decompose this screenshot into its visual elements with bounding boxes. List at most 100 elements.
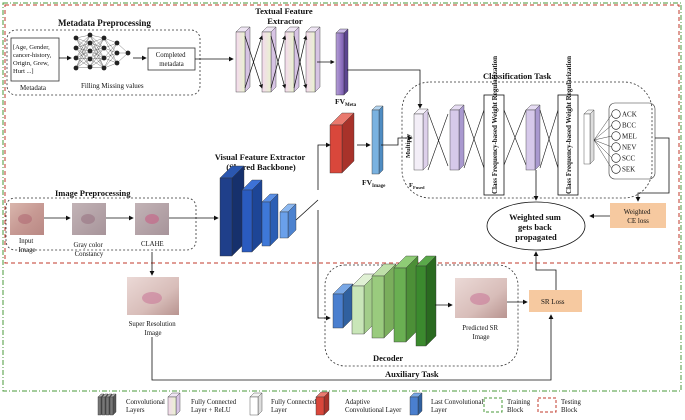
weighted-ce-loss-box: [610, 203, 666, 228]
fv-meta-label: FVMeta: [335, 97, 357, 108]
weighted-ce-line-1: Weighted: [624, 208, 651, 216]
classification-layers: Class Frequency-based Weight Regularizat…: [413, 56, 595, 196]
decoder-block-3: [393, 255, 419, 343]
nn-node: [114, 40, 120, 46]
visual-conv-block-3: [261, 193, 279, 247]
decoder-block-4: [415, 255, 437, 347]
final-fc-layer: [583, 109, 595, 165]
legend-last-conv: [409, 392, 423, 416]
textual-fc-relu-layer: [284, 26, 300, 93]
input-image-line-2: Image: [19, 247, 36, 254]
fv-image-layer: [371, 105, 384, 175]
predicted-sr-image: [455, 278, 507, 318]
nn-node: [87, 32, 93, 38]
legend-fc: [249, 392, 263, 416]
weighted-sum-ellipse: [486, 201, 586, 251]
metadata-line-3: Origin, Grew,: [13, 60, 49, 67]
class-node: [611, 142, 621, 152]
predicted-line-1: Predicted SR: [462, 325, 498, 332]
completed-line-2: metadata: [159, 61, 184, 68]
image-preprocessing-title: Image Preprocessing: [55, 188, 131, 198]
adaptive-conv-layer: [329, 105, 384, 175]
fv-image-label: FVImage: [362, 178, 386, 189]
gray-constancy-image: [72, 203, 106, 235]
training-block-border: [2, 2, 682, 392]
nn-node: [87, 56, 93, 62]
metadata-line-1: [Age, Gender,: [13, 44, 50, 51]
class-node: [611, 164, 621, 174]
weight-regularization-1: [483, 94, 505, 196]
decoder-layers: [332, 255, 437, 347]
nn-node: [73, 45, 79, 51]
input-image-line-1: Input: [19, 238, 33, 245]
nn-node: [101, 35, 107, 41]
nn-node: [101, 45, 107, 51]
nn-node: [73, 65, 79, 71]
legend-testing-box: [537, 397, 557, 413]
class-label-ack: ACK: [622, 111, 637, 119]
multiply-label: Multiply: [405, 133, 412, 158]
sr-loss-label: SR Loss: [541, 298, 565, 306]
input-image: [10, 203, 44, 235]
legend-conv-slab: [109, 393, 117, 416]
svg-text:[Age, Gender, cancer-histo: [Age, Gender, cancer-history, Origin, Gr…: [13, 44, 53, 75]
reg1-text: Class Frequency-based Weight Regularizat…: [491, 56, 499, 194]
filling-label: Filling Missing values: [81, 82, 144, 90]
metadata-title: Metadata Preprocessing: [58, 18, 151, 28]
class-node: [611, 131, 621, 141]
fv-meta-layer: [335, 28, 349, 96]
reg2-text: Class Frequency-based Weight Regularizat…: [565, 56, 573, 194]
completed-line-1: Completed: [156, 52, 186, 59]
visual-title-1: Visual Feature Extractor: [215, 152, 306, 162]
class-label-nev: NEV: [622, 144, 636, 152]
nn-node: [87, 64, 93, 70]
clahe-label: CLAHE: [141, 241, 164, 248]
classification-title: Classification Task: [483, 71, 552, 81]
nn-node: [125, 50, 131, 56]
gray-line-2: Constancy: [75, 251, 104, 258]
textual-fc-relu-layer: [261, 26, 277, 93]
fc-relu-layer: [449, 104, 465, 171]
svg-text:Super Resolution Image: Super Resolution Image: [129, 321, 178, 337]
image-preprocessing-block: [5, 197, 197, 251]
visual-feature-extractor: [219, 165, 319, 257]
textual-fc-relu-layer: [305, 26, 321, 93]
visual-conv-block-1: [219, 165, 245, 257]
super-res-line-2: Image: [145, 330, 162, 337]
weighted-ce-line-2: CE loss: [627, 217, 649, 225]
metadata-box: [10, 37, 60, 82]
class-node: [611, 109, 621, 119]
decoder-label: Decoder: [373, 353, 403, 363]
nn-node: [73, 35, 79, 41]
fused-fc-layer: [413, 108, 429, 171]
nn-node: [114, 50, 120, 56]
svg-text:Textual Feature Extractor: Textual Feature Extractor: [255, 6, 315, 26]
class-label-bcc: BCC: [622, 122, 636, 130]
metadata-line-2: cancer-history,: [13, 52, 52, 59]
visual-conv-block-2: [241, 179, 263, 253]
textual-layers: [235, 26, 349, 96]
textual-title-1: Textual Feature: [255, 6, 313, 16]
super-res-line-1: Super Resolution: [129, 321, 177, 328]
nn-node: [73, 55, 79, 61]
weight-regularization-2: [557, 94, 579, 196]
nn-node: [101, 55, 107, 61]
nn-node: [114, 60, 120, 66]
nn-node: [87, 48, 93, 54]
gray-line-1: Gray color: [74, 242, 104, 249]
classification-block: [401, 81, 653, 199]
metadata-block: [6, 29, 201, 96]
decoder-block-2: [371, 263, 397, 339]
textual-title-2: Extractor: [267, 16, 303, 26]
class-label-sek: SEK: [622, 166, 635, 174]
f-fused-label: FFused: [409, 182, 425, 190]
testing-block-border: [4, 4, 680, 264]
